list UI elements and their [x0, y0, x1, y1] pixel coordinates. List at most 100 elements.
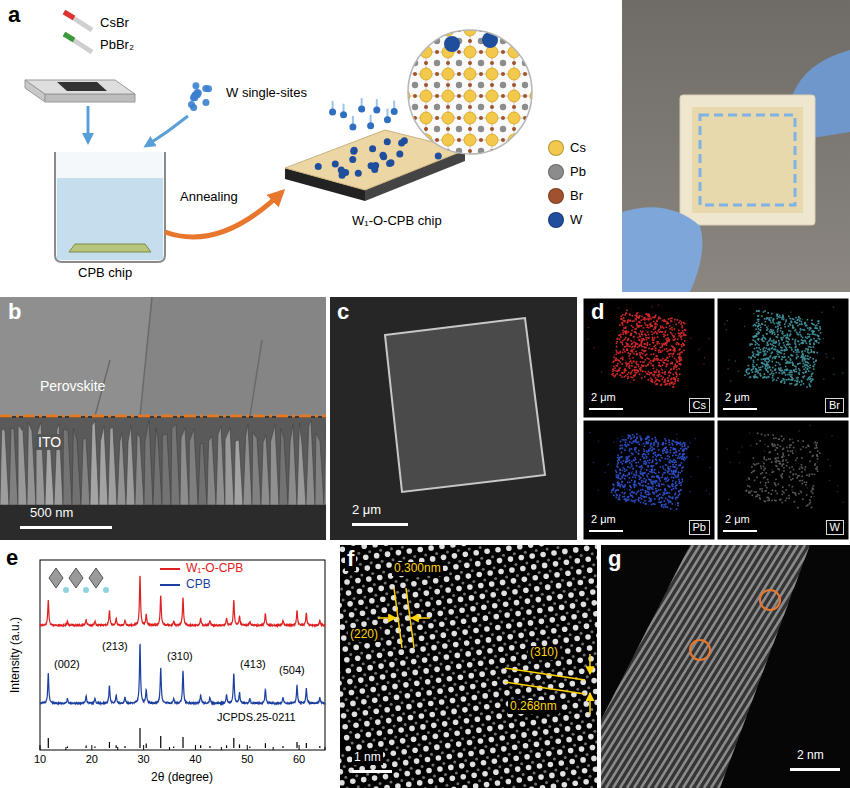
crystal-lattice-part [536, 74, 558, 75]
eds-maps-part [802, 355, 804, 357]
eds-maps-part [656, 332, 658, 334]
eds-maps-part [669, 356, 671, 358]
eds-maps-part [626, 460, 628, 462]
crystal-lattice-part [457, 138, 461, 142]
eds-maps-part [645, 490, 647, 492]
sem-cross-section-part [140, 297, 326, 416]
crystal-lattice-part [530, 68, 542, 80]
eds-maps-part [643, 346, 645, 348]
eds-maps-part [678, 368, 680, 370]
eds-maps-part [648, 494, 650, 496]
eds-maps-part [753, 325, 755, 327]
eds-maps-part [758, 310, 760, 312]
eds-maps-part [823, 379, 824, 380]
eds-maps-part [765, 321, 767, 323]
crystal-lattice-part [545, 94, 549, 98]
crystal-lattice-part [534, 39, 538, 43]
crystal-lattice-part [544, 60, 550, 66]
eds-maps-part [751, 369, 753, 371]
eds-maps-part [621, 372, 623, 374]
eds-maps-part [809, 327, 811, 329]
eds-maps-part [769, 374, 771, 376]
eds-maps-part [678, 322, 680, 324]
eds-maps-part [619, 338, 621, 340]
eds-maps-part [636, 354, 638, 356]
eds-maps-part [684, 340, 686, 342]
eds-maps-part [794, 330, 796, 332]
tungsten-atoms-part [384, 116, 391, 123]
synthesis-scheme-part [55, 152, 165, 262]
eds-maps-part [669, 339, 671, 341]
eds-maps-part [768, 364, 770, 366]
crystal-lattice-part [434, 170, 440, 176]
eds-maps-part [781, 318, 783, 320]
eds-maps-part [677, 457, 679, 459]
crystal-lattice-part [456, 82, 462, 88]
eds-maps-part [806, 369, 808, 371]
eds-maps-part [648, 348, 650, 350]
eds-maps-part [834, 374, 835, 375]
eds-maps-part [796, 380, 798, 382]
eds-maps-part [807, 349, 809, 351]
eds-maps-part [622, 324, 624, 326]
eds-maps-part [727, 320, 728, 321]
eds-maps-part [633, 361, 635, 363]
eds-maps-part [833, 358, 834, 359]
eds-maps-part [813, 324, 815, 326]
eds-maps-part [755, 335, 757, 337]
eds-maps-part [774, 323, 776, 325]
eds-maps-part [798, 368, 800, 370]
eds-maps-part [773, 349, 775, 351]
eds-maps-part [766, 363, 768, 365]
eds-maps-part [764, 318, 766, 320]
eds-maps-part [634, 370, 636, 372]
eds-maps-part [658, 483, 660, 485]
eds-maps-part [679, 354, 681, 356]
eds-maps-part [644, 343, 646, 345]
eds-maps-part [671, 329, 673, 331]
eds-maps-part [808, 378, 810, 380]
crystal-lattice-part [501, 28, 505, 32]
eds-maps-part [628, 496, 630, 498]
eds-maps-part [589, 408, 623, 410]
eds-maps-part [671, 383, 673, 385]
crystal-lattice-part [404, 162, 405, 184]
eds-maps-part [793, 327, 795, 329]
crystal-lattice-part [522, 170, 528, 176]
crystal-lattice-part [426, 162, 427, 184]
eds-maps-part [678, 343, 680, 345]
eds-maps-part [802, 372, 804, 374]
eds-maps-part [778, 316, 780, 318]
eds-maps-part [823, 338, 824, 339]
eds-maps-part [654, 326, 656, 328]
eds-maps-part [654, 382, 656, 384]
eds-maps-part [651, 487, 653, 489]
eds-maps-part [771, 313, 773, 315]
eds-maps-part [655, 355, 657, 357]
crystal-lattice-part [434, 82, 440, 88]
synthesis-scheme-part [57, 178, 163, 260]
eds-maps-part [780, 352, 782, 354]
crystal-lattice-part [420, 112, 432, 124]
eds-maps-part [660, 351, 662, 353]
eds-maps-part [649, 362, 651, 364]
eds-maps-part [758, 323, 760, 325]
eds-maps-part [639, 436, 641, 438]
eds-maps-part [758, 352, 760, 354]
tungsten-atoms-part [349, 156, 356, 163]
ito-grains-part [261, 435, 270, 505]
eds-maps-part [767, 376, 769, 378]
eds-maps-part [612, 369, 613, 370]
eds-maps-part [633, 375, 635, 377]
crystal-lattice-part [544, 82, 550, 88]
eds-maps-part [779, 324, 781, 326]
eds-maps-part [658, 375, 660, 377]
eds-maps-part [619, 457, 621, 459]
eds-maps-part [636, 313, 638, 315]
eds-maps-part [682, 330, 684, 332]
eds-maps-part [795, 349, 797, 351]
eds-maps-part [795, 345, 797, 347]
eds-maps-part [790, 355, 792, 357]
eds-maps-part [790, 331, 792, 333]
eds-maps-part [639, 344, 641, 346]
